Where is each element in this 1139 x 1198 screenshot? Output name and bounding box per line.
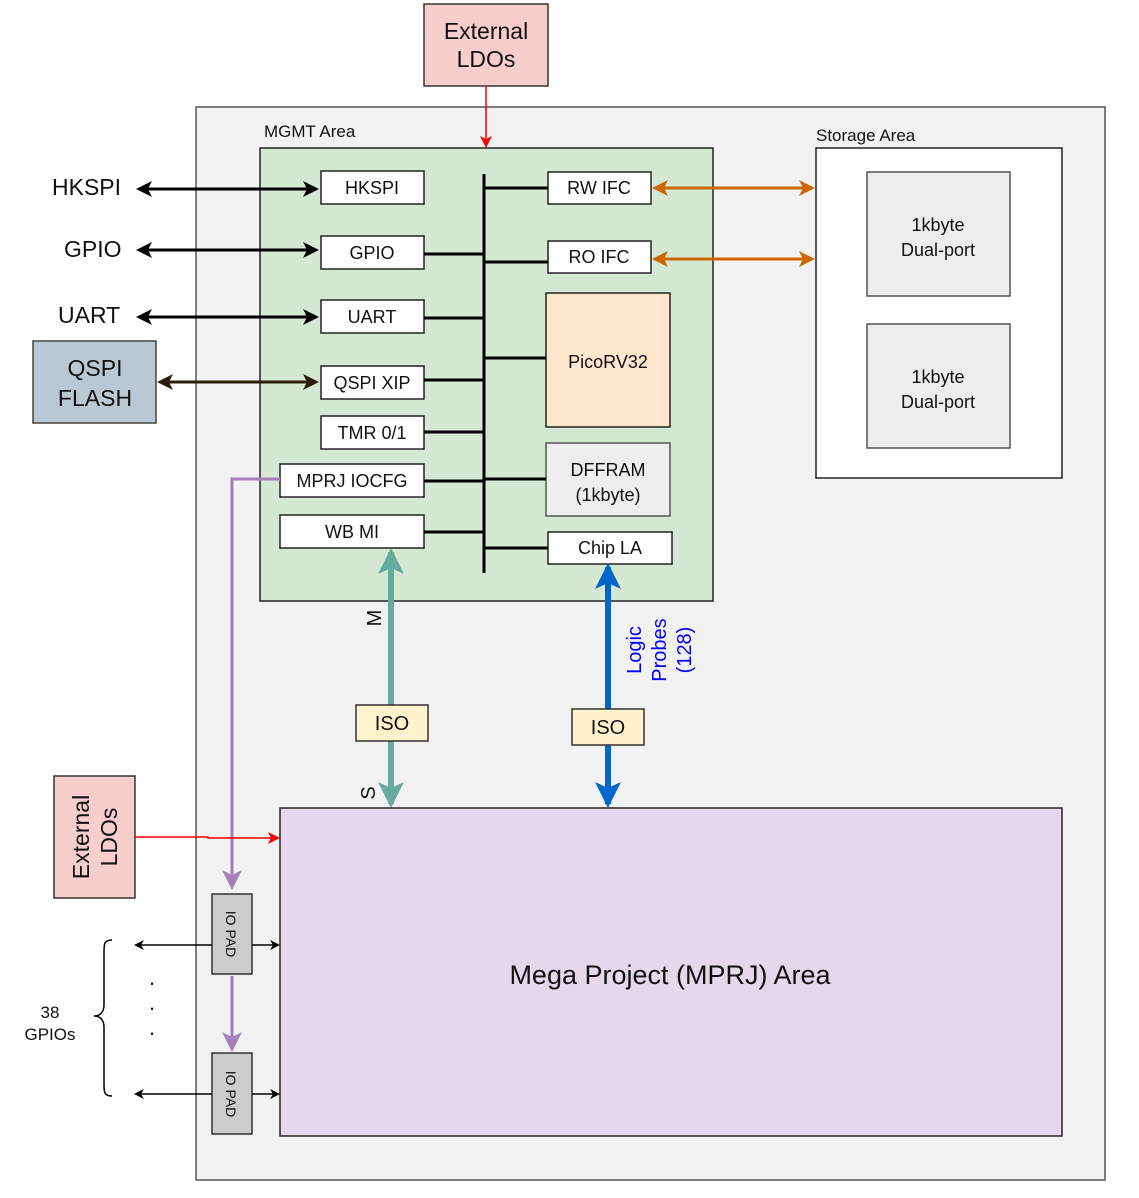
io-pad-1-label: IO PAD bbox=[223, 911, 239, 957]
storage-block-1-line1: 1kbyte bbox=[911, 215, 964, 235]
mprj-area-title: Mega Project (MPRJ) Area bbox=[509, 960, 831, 990]
io-pad-1: IO PAD bbox=[211, 893, 253, 975]
iso-right-label: ISO bbox=[591, 717, 625, 739]
logic-probes-line1: Logic bbox=[624, 626, 646, 674]
uart-block: UART bbox=[320, 299, 425, 334]
gpio-count-line1: 38 bbox=[41, 1003, 60, 1022]
gpio-count-line2: GPIOs bbox=[24, 1025, 75, 1044]
ext-uart-label: UART bbox=[58, 302, 120, 328]
external-ldos-top-line2: LDOs bbox=[457, 46, 516, 72]
storage-block-2: 1kbyte Dual-port bbox=[866, 323, 1011, 449]
iocfg-purple-line bbox=[222, 477, 280, 890]
mprj-iocfg-block-label: MPRJ IOCFG bbox=[297, 471, 408, 491]
ldo-left-arrow bbox=[135, 832, 280, 844]
ellipsis-dot-3: · bbox=[148, 1020, 155, 1045]
dffram-block-line2: (1kbyte) bbox=[575, 485, 640, 505]
dffram-block-line1: DFFRAM bbox=[571, 460, 646, 480]
qspi-flash-block: QSPI FLASH bbox=[32, 340, 157, 424]
external-ldos-top: External LDOs bbox=[423, 3, 549, 87]
rw-ifc-block: RW IFC bbox=[547, 171, 652, 205]
ro-ifc-block: RO IFC bbox=[547, 240, 652, 274]
mprj-iocfg-block: MPRJ IOCFG bbox=[279, 463, 425, 498]
right-bus-connectors bbox=[484, 186, 548, 550]
qspi-xip-block-label: QSPI XIP bbox=[333, 373, 410, 393]
mprj-area bbox=[279, 807, 1063, 1137]
m-label: M bbox=[364, 610, 386, 627]
mgmt-area-title: MGMT Area bbox=[264, 122, 356, 141]
iso-left: ISO bbox=[355, 704, 429, 742]
external-ldos-top-line1: External bbox=[444, 18, 528, 44]
s-label: S bbox=[358, 786, 380, 799]
external-ldos-left-line2: LDOs bbox=[96, 808, 122, 867]
ellipsis-dot-2: · bbox=[148, 995, 155, 1020]
ro-ifc-block-label: RO IFC bbox=[569, 247, 630, 267]
tmr-block-label: TMR 0/1 bbox=[337, 423, 406, 443]
rw-ifc-block-label: RW IFC bbox=[567, 178, 631, 198]
wb-mi-block: WB MI bbox=[279, 514, 425, 549]
logic-probes-line2: Probes bbox=[649, 618, 671, 681]
gpio-block: GPIO bbox=[320, 235, 425, 270]
storage-area-title: Storage Area bbox=[816, 126, 916, 145]
picorv32-block-label: PicoRV32 bbox=[568, 352, 648, 372]
dffram-block: DFFRAM (1kbyte) bbox=[545, 442, 671, 517]
storage-block-1: 1kbyte Dual-port bbox=[866, 171, 1011, 297]
qspi-flash-line1: QSPI bbox=[68, 355, 123, 381]
ellipsis-dot-1: · bbox=[148, 970, 155, 995]
storage-block-2-line1: 1kbyte bbox=[911, 367, 964, 387]
tmr-block: TMR 0/1 bbox=[320, 415, 425, 450]
hkspi-block-label: HKSPI bbox=[345, 178, 399, 198]
storage-block-2-line2: Dual-port bbox=[901, 392, 975, 412]
iso-left-label: ISO bbox=[375, 713, 409, 735]
picorv32-block: PicoRV32 bbox=[545, 292, 671, 428]
external-ldos-left: External LDOs bbox=[53, 775, 136, 899]
external-ldos-left-line1: External bbox=[68, 795, 94, 879]
left-bus-connectors bbox=[424, 252, 484, 534]
io-pad-2: IO PAD bbox=[211, 1052, 253, 1135]
logic-probes-label: Logic Probes (128) bbox=[624, 618, 696, 681]
chip-la-block: Chip LA bbox=[547, 531, 673, 565]
iso-right: ISO bbox=[571, 708, 645, 746]
hkspi-block: HKSPI bbox=[320, 170, 425, 205]
uart-block-label: UART bbox=[348, 307, 397, 327]
io-pad-2-label: IO PAD bbox=[223, 1071, 239, 1117]
wb-mi-block-label: WB MI bbox=[325, 522, 379, 542]
logic-probes-line3: (128) bbox=[674, 627, 696, 674]
gpio-brace bbox=[93, 939, 113, 1097]
gpio-block-label: GPIO bbox=[349, 243, 394, 263]
ext-hkspi-label: HKSPI bbox=[52, 174, 121, 200]
storage-block-1-line2: Dual-port bbox=[901, 240, 975, 260]
qspi-flash-line2: FLASH bbox=[58, 385, 132, 411]
ext-gpio-label: GPIO bbox=[64, 236, 122, 262]
chip-la-block-label: Chip LA bbox=[578, 538, 642, 558]
qspi-xip-block: QSPI XIP bbox=[320, 365, 425, 400]
